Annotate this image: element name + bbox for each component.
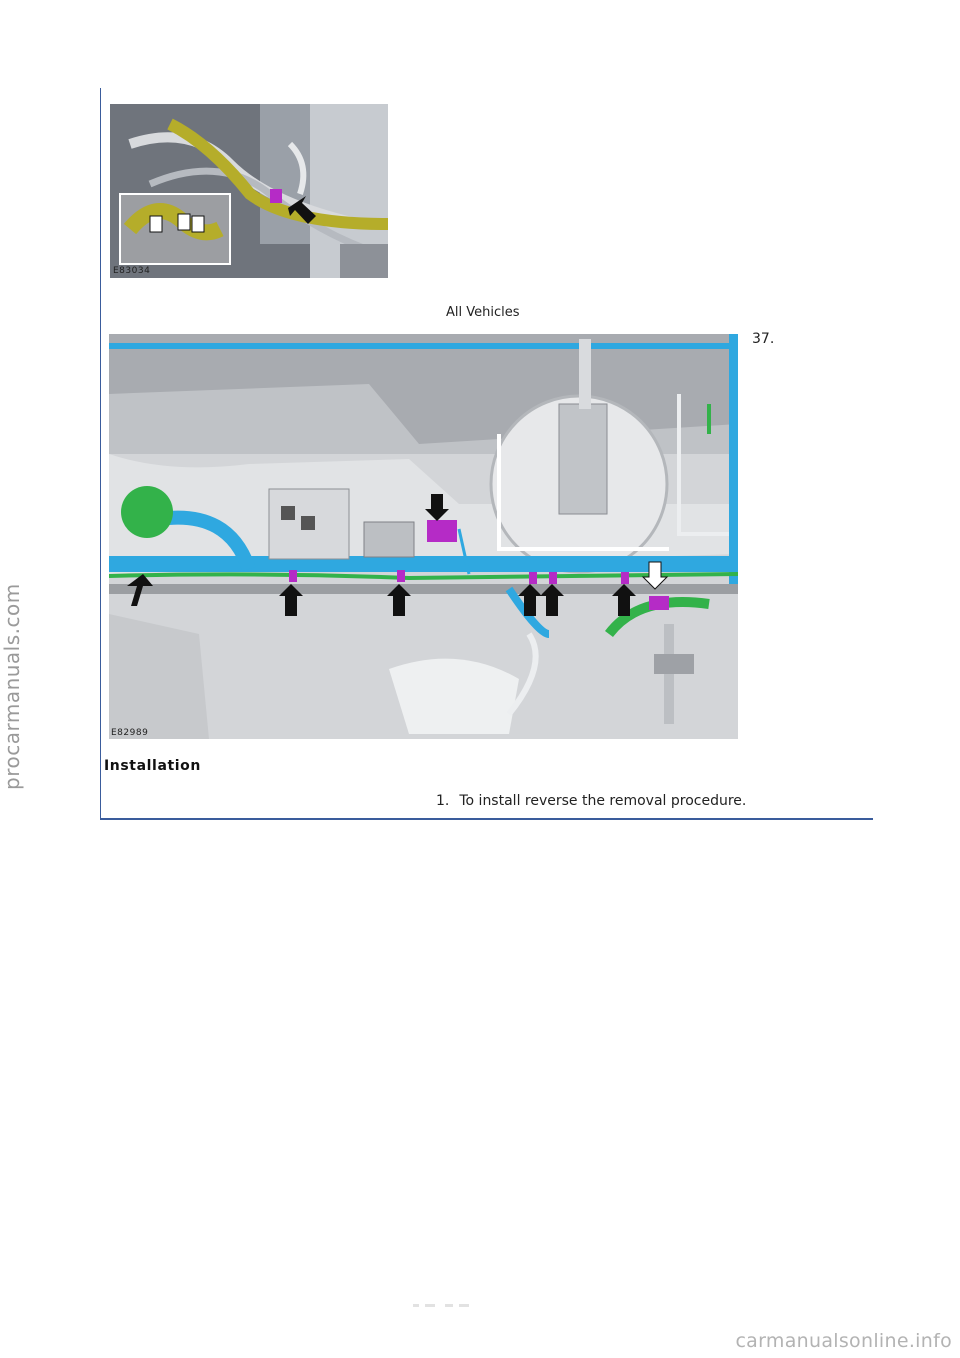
left-margin-rule: [100, 88, 101, 818]
figure-label-e82989: E82989: [111, 728, 149, 738]
figure-label-e83034: E83034: [113, 266, 151, 276]
figure-e82989: [109, 334, 738, 739]
installation-step: 1. To install reverse the removal proced…: [436, 793, 746, 809]
installation-step-number: 1.: [436, 793, 450, 809]
bottom-watermark: carmanualsonline.info: [735, 1330, 952, 1352]
faint-page-mark: [413, 1304, 469, 1307]
installation-step-text: To install reverse the removal procedure…: [459, 793, 747, 809]
installation-heading: Installation: [104, 758, 201, 774]
section-title: All Vehicles: [446, 305, 520, 320]
figure-e83034: [110, 104, 388, 278]
side-watermark: procarmanuals.com: [0, 583, 24, 790]
bottom-section-rule: [100, 818, 873, 820]
step-number: 37.: [752, 331, 775, 347]
